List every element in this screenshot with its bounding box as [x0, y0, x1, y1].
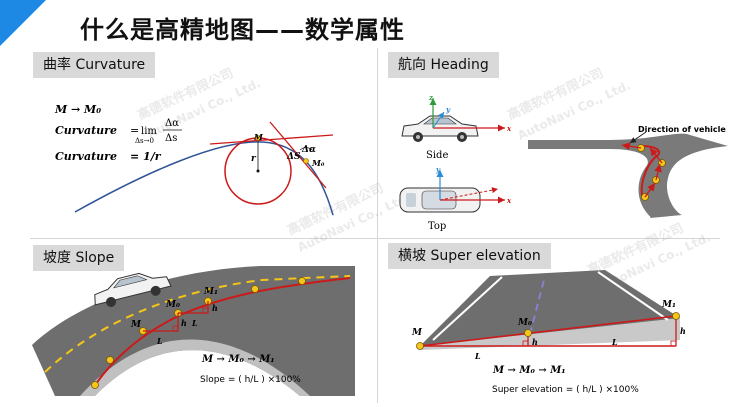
curvature-formula2-rhs: = 1/r: [130, 150, 162, 163]
divider-vertical: [377, 48, 378, 403]
axis-x-side: x: [506, 124, 512, 133]
axis-x-top: x: [506, 196, 512, 205]
curvature-formula-lim: lim: [141, 126, 157, 137]
curvature-formula2-name: Curvature: [55, 150, 117, 163]
axis-z-side: z: [428, 93, 434, 102]
slope-road: [32, 266, 355, 396]
curvature-formula-arrow: M → M₀: [54, 103, 101, 116]
section-label-curvature: 曲率 Curvature: [33, 52, 156, 78]
point-M: [255, 135, 261, 141]
super-chain: M → M₀ → M₁: [492, 365, 566, 376]
car-slope: [94, 272, 172, 307]
divider-horizontal: [30, 238, 720, 239]
slope-L-1: L: [156, 336, 163, 346]
curvature-pt-M: M: [253, 132, 264, 142]
corner-accent: [0, 0, 46, 46]
slope-pt-M: M: [130, 320, 142, 330]
curvature-formula-den: Δs: [165, 133, 177, 144]
curvature-pt-M0: M₀: [311, 158, 325, 168]
section-label-slope: 坡度 Slope: [33, 245, 125, 271]
heading-direction-label: Direction of vehicle: [638, 125, 726, 134]
point-M0: [303, 158, 309, 164]
curvature-pt-r: r: [251, 154, 257, 164]
super-road-side: [420, 318, 680, 350]
axis-y-top: y: [435, 165, 441, 174]
curvature-formula-eq: =: [130, 124, 139, 137]
curvature-curve: [74, 141, 334, 216]
heading-side-label: Side: [426, 150, 448, 161]
car-side: [401, 115, 479, 142]
super-h-2: h: [680, 326, 686, 336]
section-label-superelevation: 横坡 Super elevation: [388, 243, 551, 269]
super-pt-M1: M₁: [661, 300, 676, 310]
tangent-M: [209, 134, 334, 145]
super-L-1: L: [474, 351, 481, 361]
super-pt-M: M: [411, 328, 423, 338]
curvature-formula-name: Curvature: [55, 124, 117, 137]
tangent-M0: [269, 121, 327, 189]
section-label-heading: 航向 Heading: [388, 52, 499, 78]
heading-top-label: Top: [428, 221, 446, 232]
slope-L-2: L: [191, 318, 198, 328]
heading-figure: x z y Side x y Top Direction of vehicle: [399, 93, 728, 232]
super-L-2: L: [611, 337, 618, 347]
slope-pt-M1: M₁: [203, 287, 218, 297]
slope-chain: M → M₀ → M₁: [201, 354, 275, 365]
superelevation-figure: M M₀ M₁ h h L L M → M₀ → M₁ Super elevat…: [411, 270, 686, 395]
axis-y-side: y: [445, 105, 451, 114]
curvature-formula-lim-sub: Δs→0: [135, 137, 154, 145]
curvature-formula-num: Δα: [165, 118, 179, 129]
slope-h-2: h: [212, 303, 218, 313]
slide-title: 什么是高精地图——数学属性: [80, 16, 405, 44]
super-h-1: h: [532, 337, 538, 347]
slope-centerline: [44, 275, 351, 373]
slope-figure: M M₀ M₁ h h L L M → M₀ → M₁ Slope = ( h/…: [32, 266, 355, 396]
curvature-delta-alpha: Δα: [301, 145, 316, 155]
curvature-figure: M → M₀ Curvature = lim Δs→0 Δα Δs Curvat…: [54, 103, 334, 216]
curvature-delta-s: ΔS: [286, 152, 301, 162]
heading-road: [528, 133, 728, 218]
super-formula: Super elevation = ( h/L ) ×100%: [492, 385, 639, 395]
super-centerline: [529, 275, 546, 335]
slope-h-1: h: [181, 318, 187, 328]
watermark: 高德软件有限公司 AutoNavi Co., Ltd. 高德软件有限公司 Aut…: [135, 65, 713, 295]
slope-pt-M0: M₀: [165, 300, 180, 310]
heading-track: [639, 145, 660, 197]
super-pt-M0: M₀: [517, 318, 532, 328]
slope-formula: Slope = ( h/L ) ×100%: [200, 375, 301, 385]
super-slope-line: [419, 315, 677, 347]
